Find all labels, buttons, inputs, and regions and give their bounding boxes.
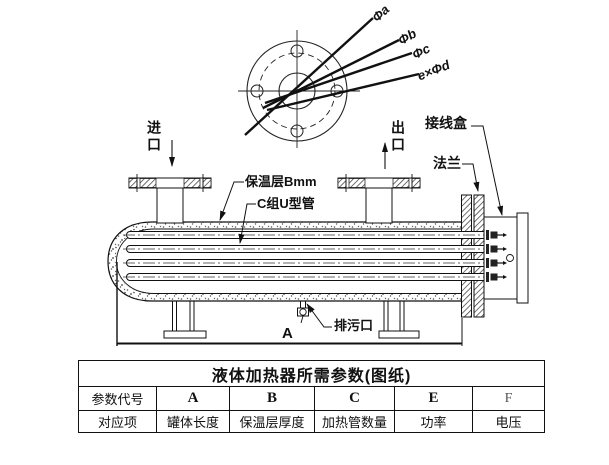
outlet-nozzle	[337, 174, 421, 224]
param-code-a: A	[156, 386, 230, 411]
support-left-base	[163, 330, 207, 339]
flange-hub-circle	[278, 72, 316, 110]
param-item-e: 功率	[394, 410, 473, 433]
leader-flange	[462, 163, 480, 192]
param-code-b: B	[229, 386, 315, 411]
table-title: 液体加热器所需参数(图纸)	[77, 360, 546, 387]
parameter-table: 液体加热器所需参数(图纸) 参数代号 A B C E F 对应项 罐体长度 保温…	[77, 360, 546, 433]
flange-front-view	[238, 17, 420, 148]
param-code-c: C	[314, 386, 395, 411]
tank-body	[107, 221, 462, 302]
shell-inner-line	[116, 228, 462, 294]
label-flange: 法兰	[433, 155, 461, 171]
terminal-pins	[486, 230, 507, 282]
param-code-e: E	[394, 386, 473, 411]
row-code-header: 参数代号	[78, 386, 157, 411]
leader-drain	[306, 303, 332, 328]
junction-box-hole	[506, 254, 514, 262]
leader-junction-box	[471, 125, 504, 216]
param-item-a: 罐体长度	[156, 410, 230, 433]
leader-line-e-phi-d	[266, 72, 420, 112]
inlet-nozzle	[128, 174, 212, 224]
param-item-c: 加热管数量	[314, 410, 395, 433]
end-plate	[516, 212, 529, 304]
row-item-header: 对应项	[78, 410, 157, 433]
label-inlet: 进口	[146, 120, 162, 154]
param-code-f: F	[471, 386, 546, 411]
dimension-a	[116, 262, 463, 346]
leader-line-phi-a	[244, 17, 374, 136]
terminal-pin-3	[486, 258, 507, 268]
junction-box-assembly	[483, 212, 529, 304]
bolt-hole-left	[250, 84, 264, 98]
bolt-hole-top	[290, 44, 304, 58]
bolt-circle	[258, 52, 336, 130]
leader-insulation	[219, 181, 244, 221]
support-right-base	[378, 330, 420, 339]
support-left	[163, 301, 207, 339]
heating-tubes	[123, 231, 502, 281]
shell-outer-line	[107, 221, 462, 302]
annotation-leaders	[219, 125, 504, 328]
inlet-stem	[156, 187, 184, 224]
terminal-flange	[461, 194, 485, 318]
leader-u-tubes	[238, 203, 256, 244]
label-insulation: 保温层Bmm	[245, 174, 317, 189]
label-outlet: 出口	[390, 120, 406, 154]
flange-plate-2	[473, 194, 485, 318]
terminal-pin-4	[486, 272, 507, 282]
support-right	[378, 301, 420, 339]
label-u-tubes: C组U型管	[257, 196, 315, 211]
label-junction-box: 接线盒	[425, 115, 467, 131]
insulation-band	[108, 221, 462, 302]
bolt-hole-bottom	[290, 124, 304, 138]
leader-line-phi-c	[264, 51, 413, 105]
dim-label-a: A	[282, 325, 293, 342]
terminal-pin-1	[486, 230, 507, 240]
diameter-leader-lines	[244, 17, 420, 136]
param-item-b: 保温层厚度	[229, 410, 315, 433]
label-drain: 排污口	[334, 318, 374, 333]
terminal-pin-2	[486, 244, 507, 254]
outlet-stem	[365, 187, 393, 224]
param-item-f: 电压	[471, 410, 546, 433]
flange-plate-1	[461, 194, 472, 318]
